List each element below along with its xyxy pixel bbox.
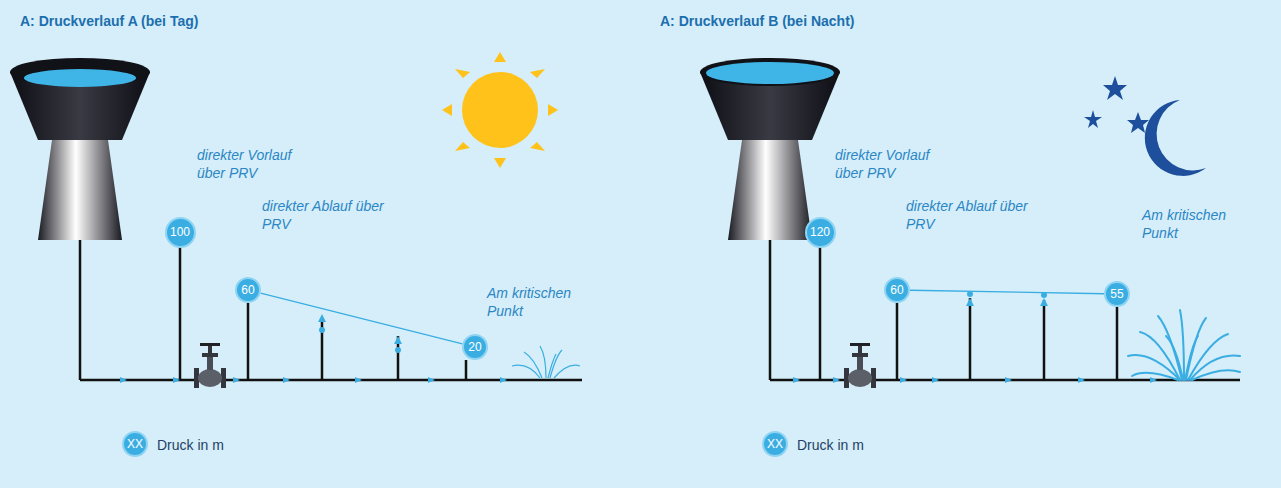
legend-text: Druck in m bbox=[157, 436, 224, 454]
pressure-value: 60 bbox=[241, 283, 254, 297]
legend-text: Druck in m bbox=[797, 436, 864, 454]
pressure-gauge: 100 bbox=[165, 217, 196, 248]
pressure-value: 55 bbox=[1110, 287, 1123, 301]
legend-symbol: XX bbox=[122, 431, 148, 457]
pressure-value: 20 bbox=[468, 340, 481, 354]
pressure-value: 60 bbox=[890, 283, 903, 297]
pressure-gauge: 120 bbox=[805, 217, 836, 248]
pressure-gauge: 55 bbox=[1104, 281, 1130, 307]
annotation: Am kritischen Punkt bbox=[1142, 206, 1252, 242]
annotation: direkter Ablauf über PRV bbox=[262, 197, 384, 233]
pressure-value: 120 bbox=[810, 225, 830, 239]
pressure-line bbox=[910, 290, 1104, 294]
pressure-line bbox=[261, 293, 463, 344]
annotation: direkter Vorlauf über PRV bbox=[835, 146, 957, 182]
annotation: direkter Ablauf über PRV bbox=[906, 197, 1028, 233]
annotation: Am kritischen Punkt bbox=[487, 284, 597, 320]
pressure-gauge: 60 bbox=[884, 277, 910, 303]
legend-symbol: XX bbox=[762, 431, 788, 457]
pressure-gauge: 20 bbox=[462, 334, 488, 360]
pressure-value: 100 bbox=[170, 225, 190, 239]
annotation: direkter Vorlauf über PRV bbox=[197, 146, 319, 182]
panel-title: A: Druckverlauf A (bei Tag) bbox=[20, 12, 198, 30]
day-scene bbox=[10, 52, 582, 388]
panel-title: A: Druckverlauf B (bei Nacht) bbox=[660, 12, 854, 30]
pressure-gauge: 60 bbox=[235, 277, 261, 303]
